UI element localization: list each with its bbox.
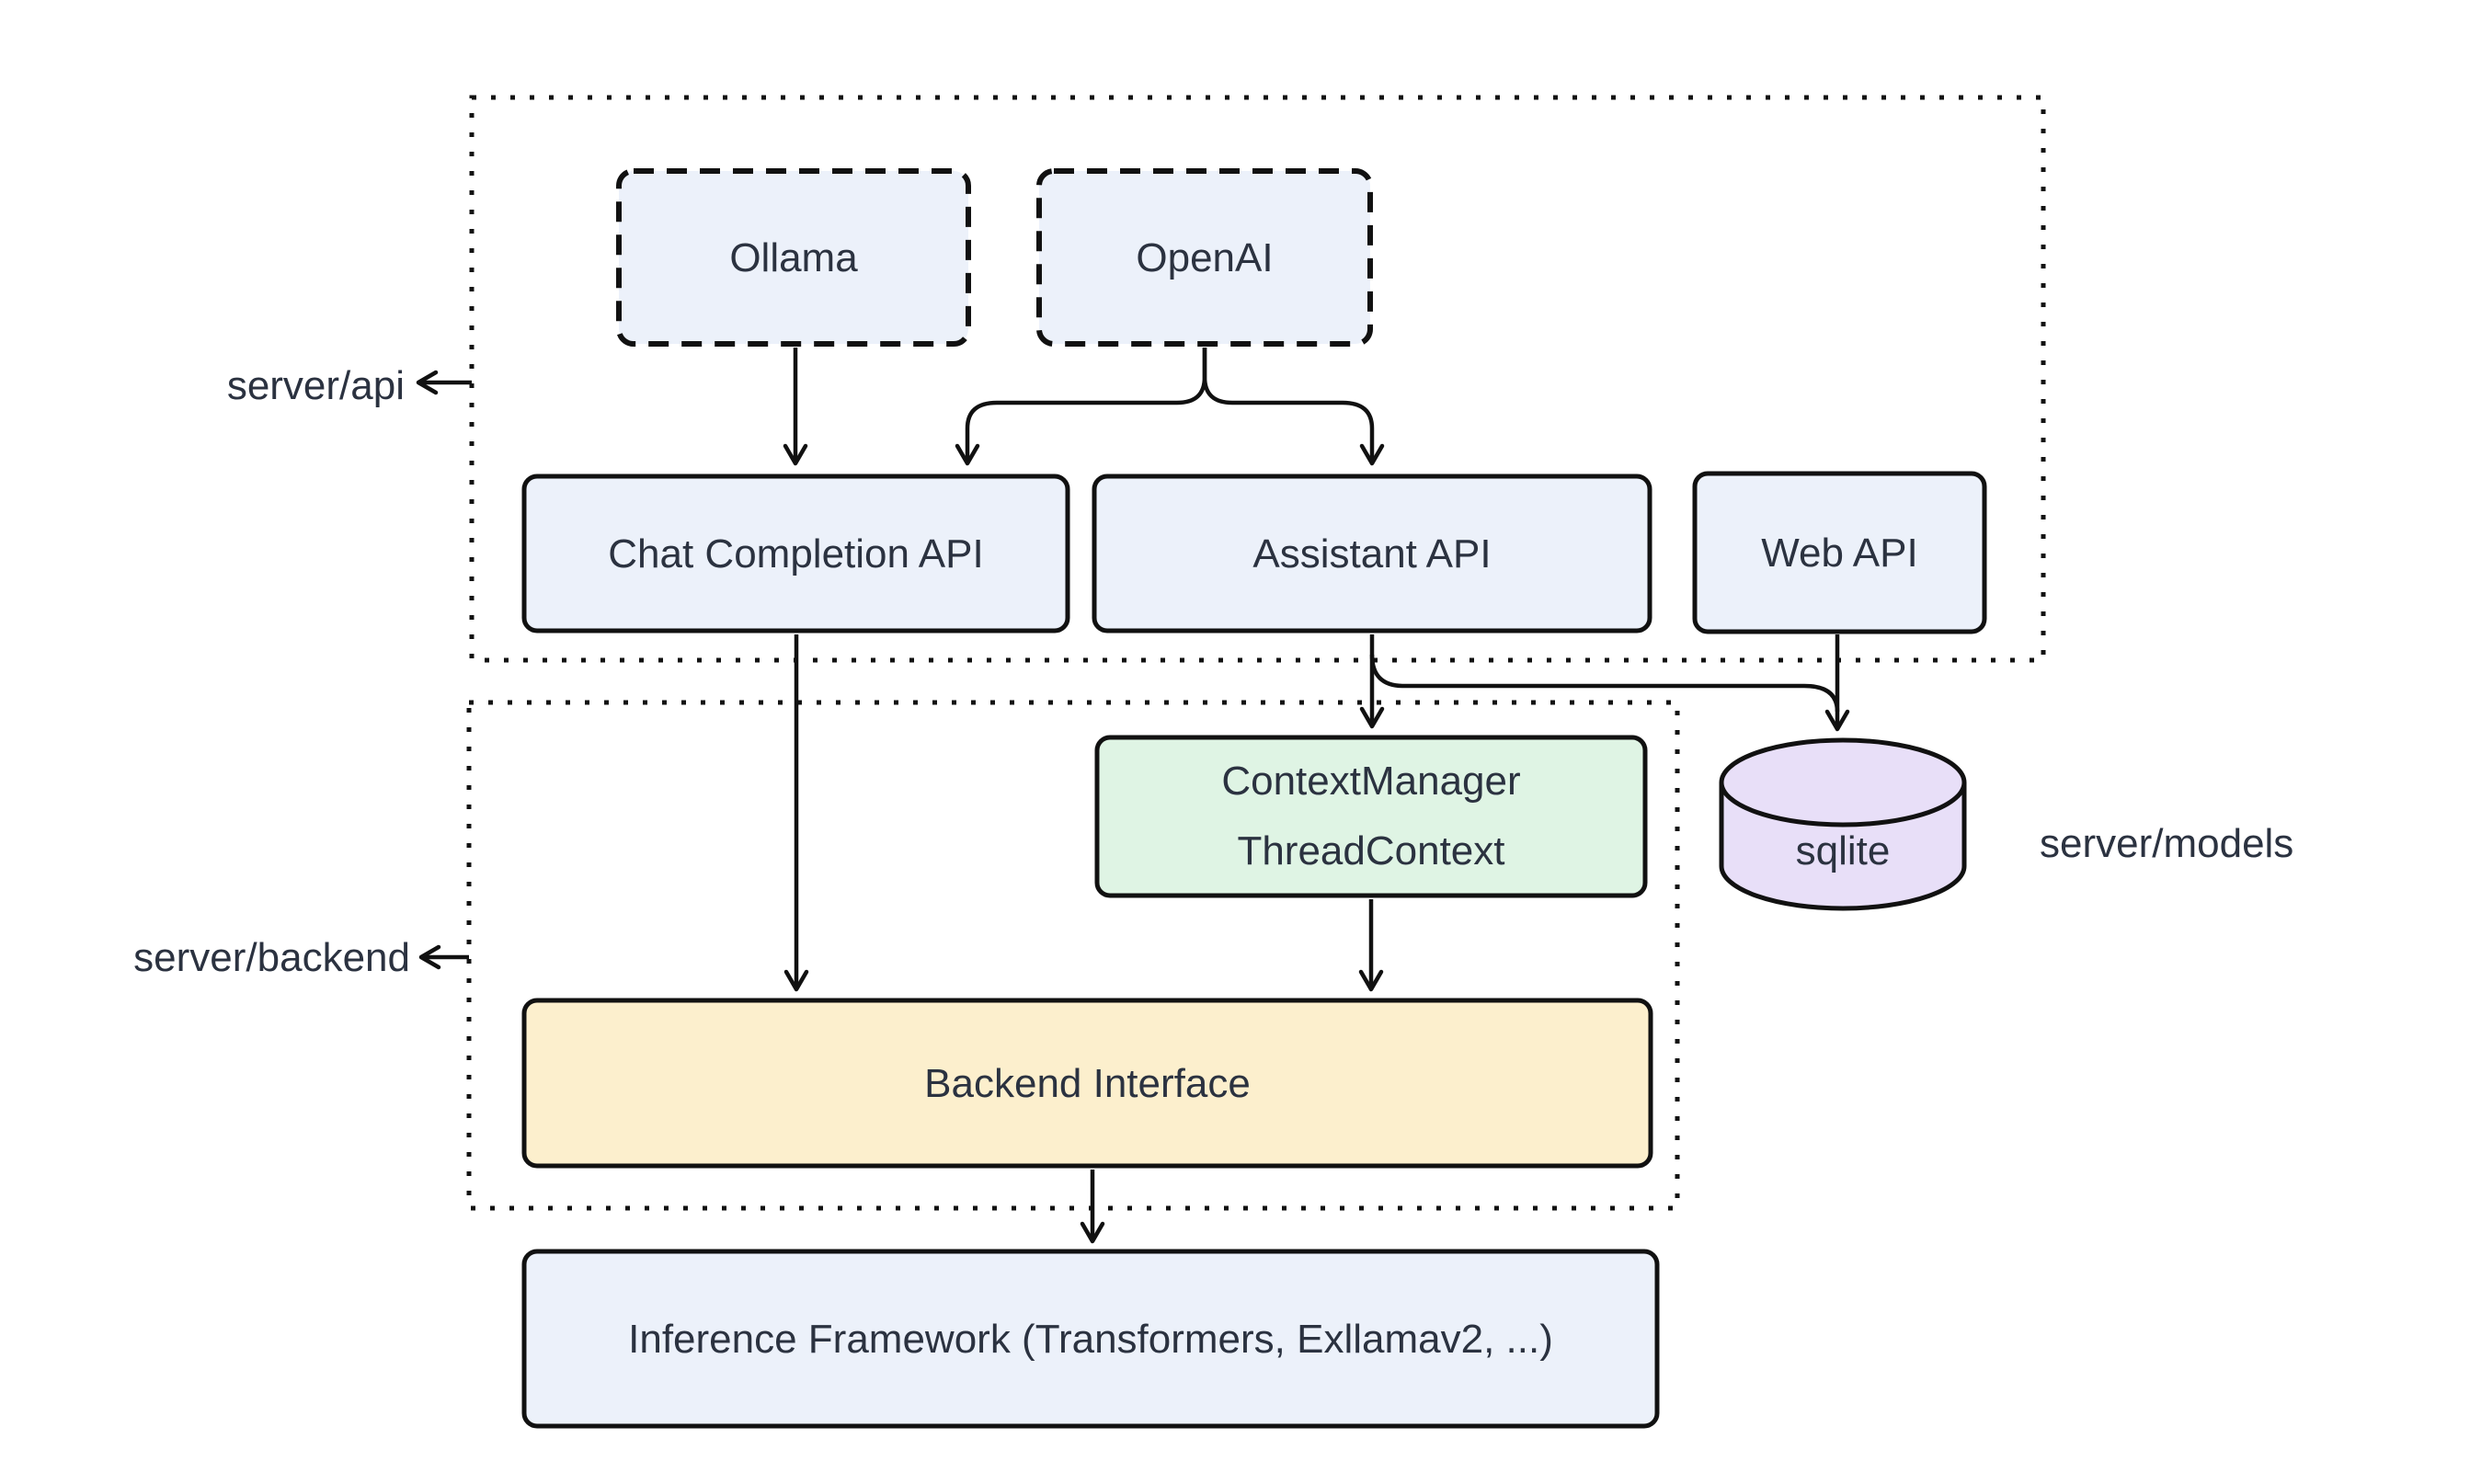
edge-openai-to-assistant	[1202, 348, 1385, 466]
node-context-manager-label: ContextManager ThreadContext	[1221, 759, 1521, 873]
node-openai-shape	[1036, 168, 1373, 347]
node-openai-label: OpenAI	[1136, 234, 1274, 280]
node-ollama-label: Ollama	[729, 234, 858, 280]
node-context-manager-shape	[1094, 735, 1648, 898]
server-api-container	[469, 95, 2046, 663]
node-chat-completion-shape	[521, 474, 1070, 634]
node-web-api-shape	[1692, 471, 1987, 634]
node-ollama-shape	[616, 168, 971, 347]
node-backend-interface-shape	[521, 998, 1653, 1169]
node-sqlite-label: sqlite	[1795, 828, 1891, 873]
node-backend-interface-label: Backend Interface	[924, 1060, 1251, 1106]
node-chat-completion-label: Chat Completion API	[608, 531, 984, 576]
server-api-label: server/api	[226, 363, 405, 408]
node-inference-shape	[521, 1249, 1660, 1429]
node-inference-label: Inference Framework (Transformers, Exlla…	[628, 1316, 1553, 1362]
node-sqlite-cylinder	[1719, 737, 1967, 911]
node-assistant-label: Assistant API	[1252, 531, 1492, 576]
server-backend-label: server/backend	[133, 935, 410, 980]
edge-openai-to-chat-completion	[955, 348, 1207, 466]
server-backend-container	[466, 700, 1680, 1211]
sqlite-cylinder-top	[1719, 737, 1967, 828]
edge-assistant-to-sqlite	[1369, 654, 1840, 713]
server-models-label: server/models	[2040, 821, 2294, 866]
node-web-api-label: Web API	[1761, 530, 1918, 576]
node-assistant-shape	[1092, 474, 1652, 634]
